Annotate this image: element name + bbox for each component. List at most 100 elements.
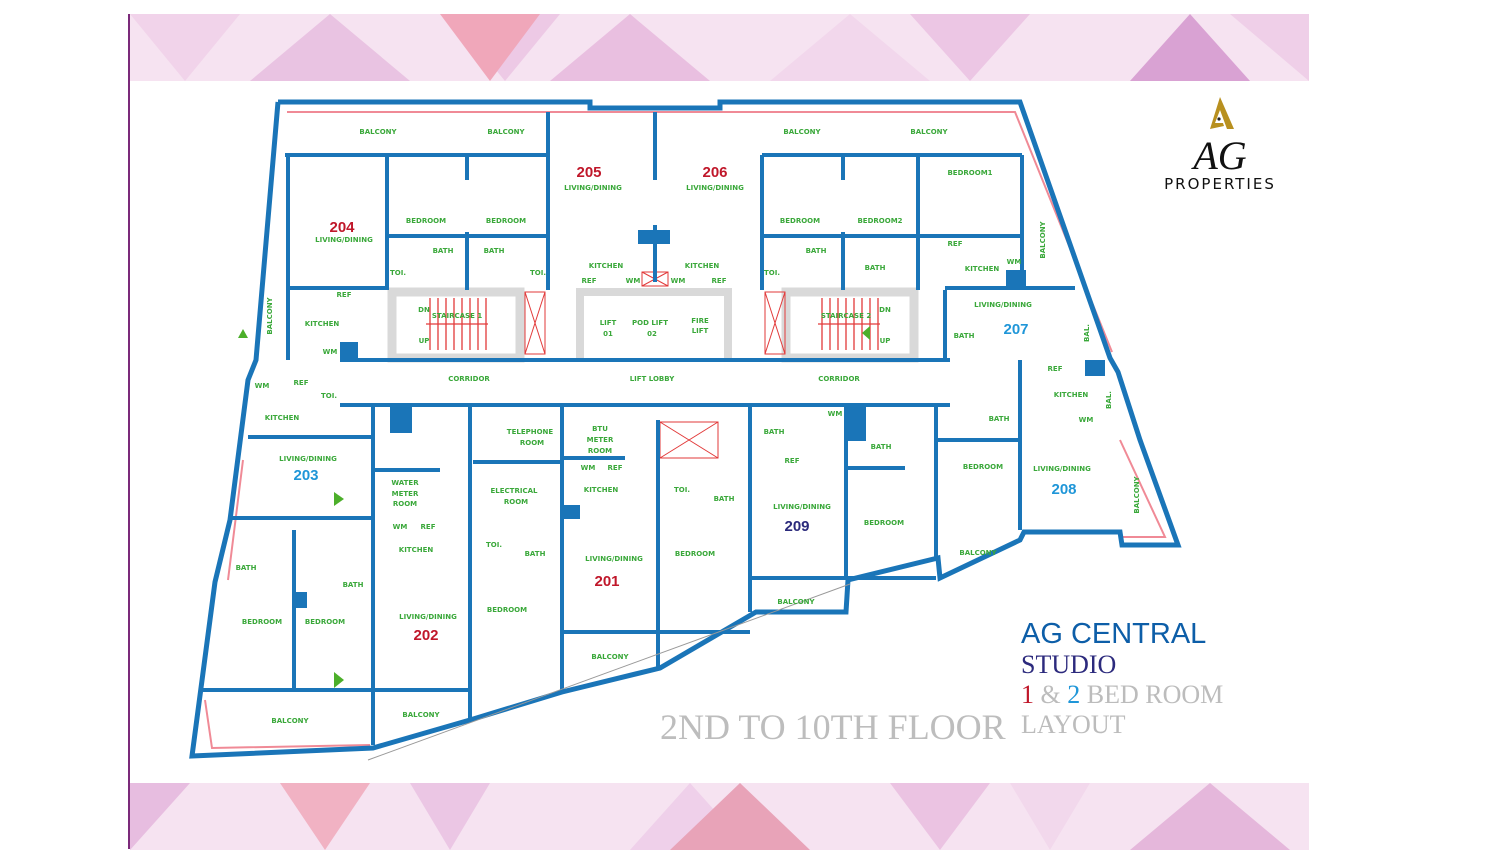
room-label: REF (712, 277, 727, 285)
room-label: BEDROOM (864, 519, 904, 527)
room-label: BALCONY (1039, 220, 1047, 258)
room-label: LIVING/DINING (399, 613, 457, 621)
shafts (524, 271, 786, 459)
room-label: KITCHEN (965, 265, 1000, 273)
arrow-icon (238, 329, 248, 338)
room-label: WM (626, 277, 641, 285)
room-label: LIVING/DINING (564, 184, 622, 192)
room-label: METER (587, 436, 614, 444)
room-label: WM (581, 464, 596, 472)
staircase-2 (818, 298, 880, 350)
room-label: TOI. (674, 486, 690, 494)
room-label: WM (255, 382, 270, 390)
room-label: WATER (391, 479, 419, 487)
room-label: LIVING/DINING (279, 455, 337, 463)
room-label: WM (671, 277, 686, 285)
room-label: TOI. (486, 541, 502, 549)
room-label: KITCHEN (399, 546, 434, 554)
unit-205: 205 (576, 164, 601, 181)
room-label: KITCHEN (1054, 391, 1089, 399)
room-label: DN (418, 306, 430, 314)
room-label: LIFT (600, 319, 617, 327)
unit-209: 209 (784, 518, 809, 535)
room-label: BALCONY (359, 128, 397, 136)
room-label: BALCONY (402, 711, 440, 719)
site-boundary-line (367, 583, 851, 761)
staircase-1 (426, 298, 488, 350)
room-label: CORRIDOR (818, 375, 860, 383)
arrow-icon (334, 492, 344, 506)
bottom-decorative-banner (130, 783, 1309, 850)
room-label: TOI. (390, 269, 406, 277)
room-label: REF (1048, 365, 1063, 373)
room-label: BATH (989, 415, 1010, 423)
room-label: REF (294, 379, 309, 387)
one-bed-number: 1 (1021, 680, 1034, 709)
room-label: BATH (433, 247, 454, 255)
room-label: UP (419, 337, 430, 345)
room-label: BATH (954, 332, 975, 340)
bedroom-types-label: 1 & 2 BED ROOM (1021, 680, 1223, 710)
room-label: WM (393, 523, 408, 531)
left-border-line (128, 14, 130, 849)
room-label: BEDROOM (780, 217, 820, 225)
unit-208: 208 (1051, 481, 1076, 498)
room-label: BEDROOM (242, 618, 282, 626)
room-label: STAIRCASE 1 (432, 312, 483, 320)
room-label: BEDROOM (305, 618, 345, 626)
arrow-icon (334, 672, 344, 688)
room-label: 02 (647, 330, 657, 338)
two-bed-number: 2 (1067, 680, 1081, 709)
room-label: REF (608, 464, 623, 472)
room-label: FIRE (691, 317, 709, 325)
entry-arrows (238, 326, 870, 688)
floor-range-title: 2ND TO 10TH FLOOR (660, 707, 1006, 747)
room-label: BEDROOM1 (947, 169, 992, 177)
amp: & (1040, 680, 1061, 709)
logo-a-mark-icon (1210, 97, 1234, 129)
unit-201: 201 (594, 573, 619, 590)
logo-subtitle: PROPERTIES (1164, 175, 1276, 193)
room-label: LIVING/DINING (686, 184, 744, 192)
room-label: BALCONY (777, 598, 815, 606)
room-label: POD LIFT (632, 319, 668, 327)
core (387, 271, 919, 459)
room-label: LIFT (692, 327, 709, 335)
room-label: REF (337, 291, 352, 299)
room-label: BTU (592, 425, 608, 433)
room-label: LIVING/DINING (974, 301, 1032, 309)
unit-207: 207 (1003, 321, 1028, 338)
room-label: BEDROOM (487, 606, 527, 614)
room-label: BATH (806, 247, 827, 255)
project-legend: AG CENTRAL STUDIO 1 & 2 BED ROOM LAYOUT (1021, 618, 1223, 740)
room-label: ROOM (588, 447, 612, 455)
room-label: BALCONY (271, 717, 309, 725)
room-label: BEDROOM2 (857, 217, 902, 225)
room-label: BALCONY (266, 296, 274, 334)
room-label: KITCHEN (589, 262, 624, 270)
studio-label: STUDIO (1021, 650, 1117, 679)
room-label: BATH (525, 550, 546, 558)
room-label: WM (1079, 416, 1094, 424)
room-label: BAL. (1083, 324, 1091, 342)
room-label: REF (785, 457, 800, 465)
room-label: 01 (603, 330, 613, 338)
room-label: BALCONY (783, 128, 821, 136)
room-label: ROOM (520, 439, 544, 447)
room-label: KITCHEN (305, 320, 340, 328)
room-label: REF (421, 523, 436, 531)
unit-202: 202 (413, 627, 438, 644)
room-label: KITCHEN (265, 414, 300, 422)
room-label: BATH (236, 564, 257, 572)
room-label: LIVING/DINING (315, 236, 373, 244)
columns (293, 230, 1105, 608)
ag-properties-logo: AG PROPERTIES (1150, 96, 1290, 193)
layout-label: LAYOUT (1021, 710, 1126, 739)
top-decorative-banner (130, 14, 1309, 81)
room-label: BALCONY (591, 653, 629, 661)
room-label: UP (880, 337, 891, 345)
room-label: REF (582, 277, 597, 285)
project-name: AG CENTRAL (1021, 618, 1207, 650)
room-label: WM (1007, 258, 1022, 266)
